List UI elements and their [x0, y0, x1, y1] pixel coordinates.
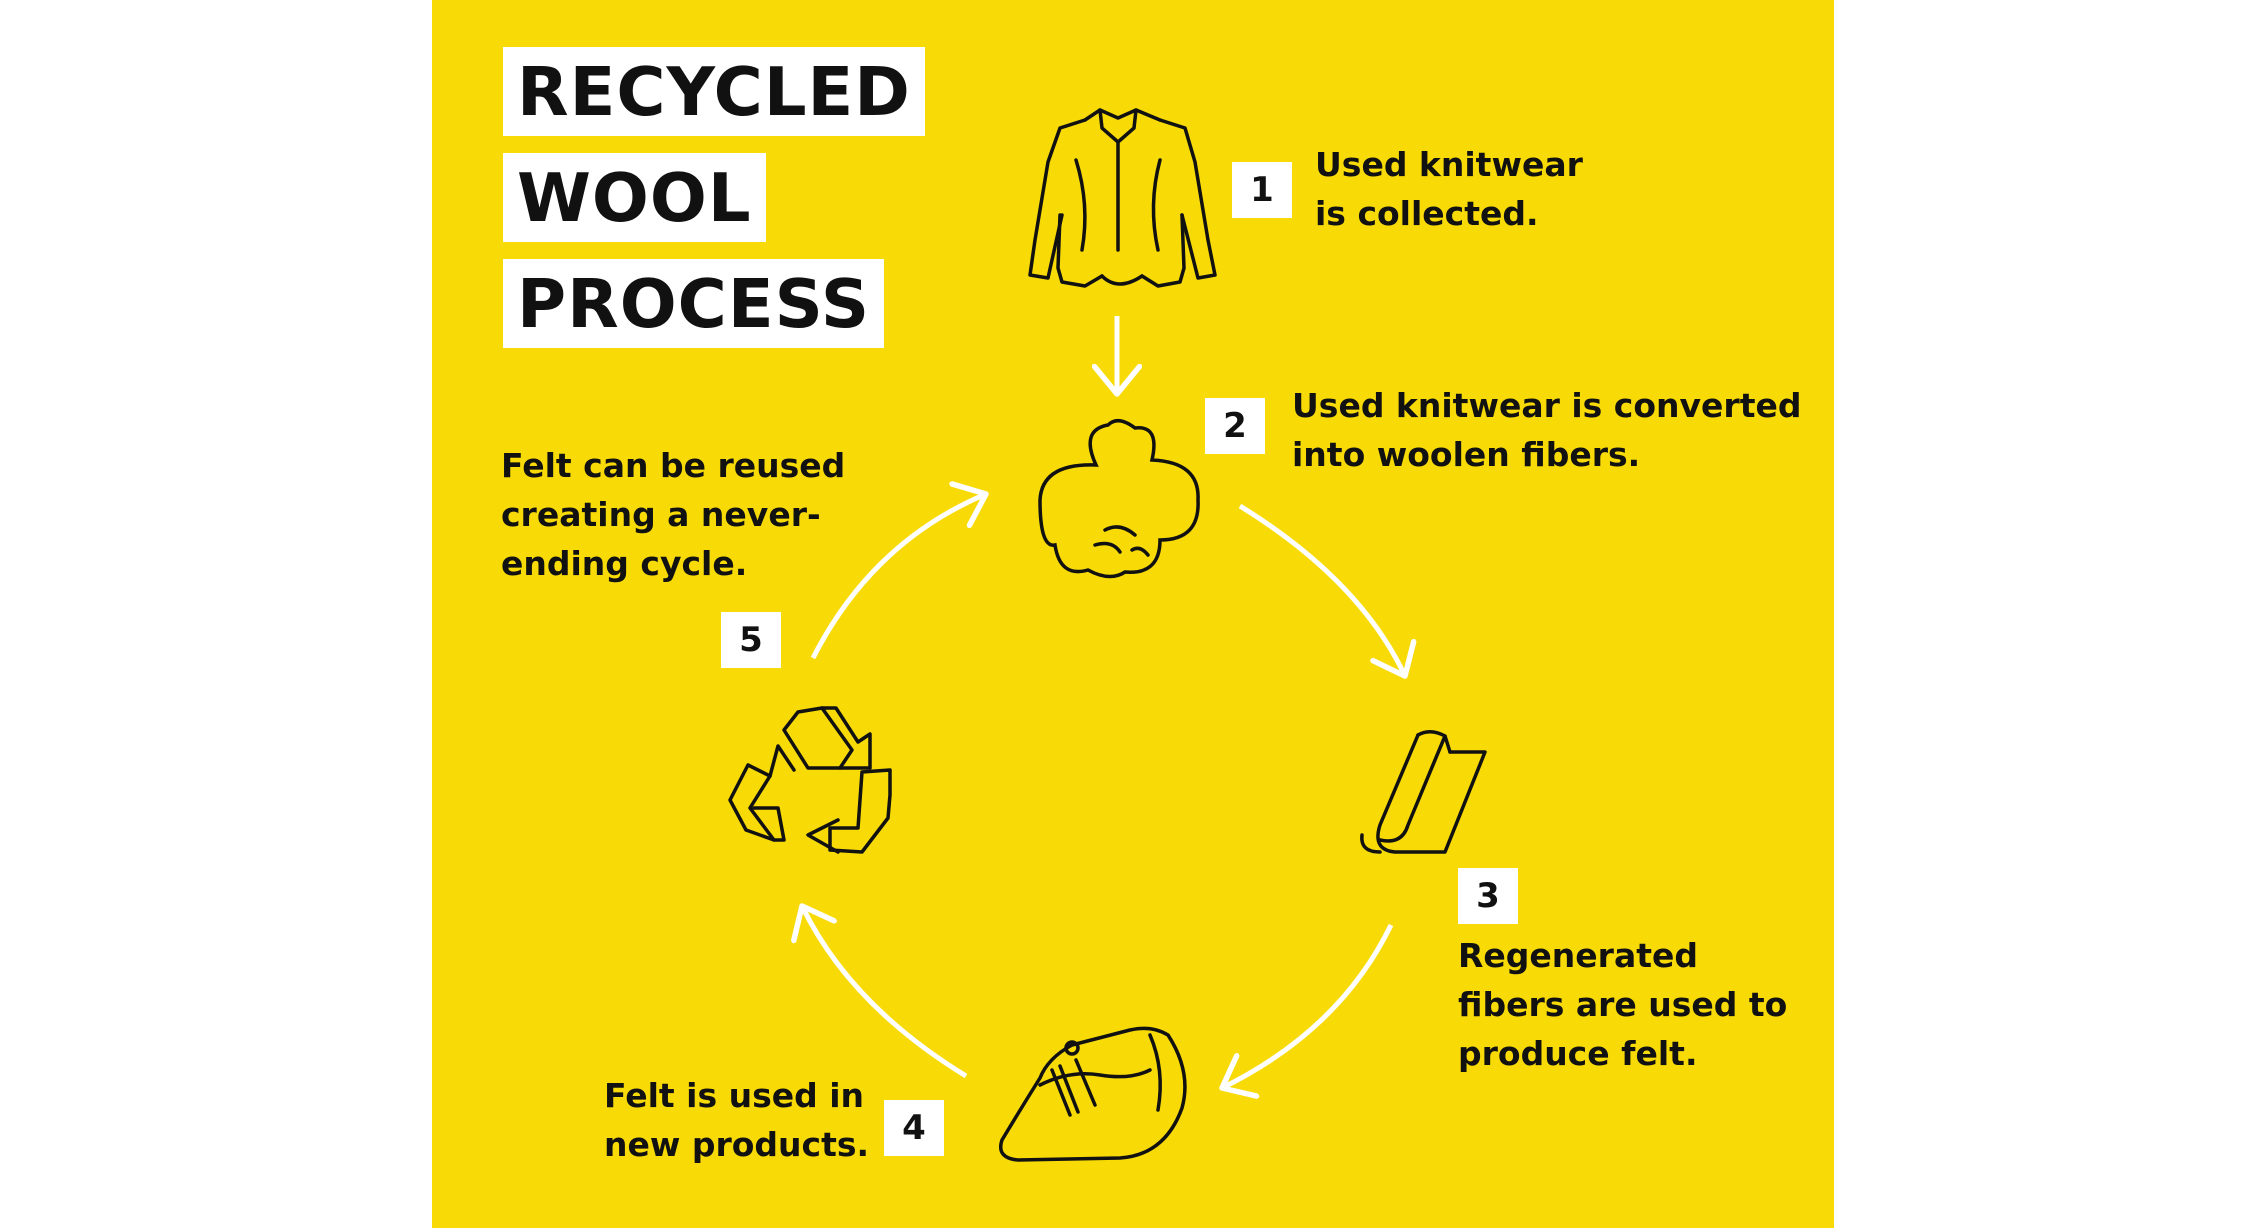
step-1-text: Used knitwear is collected.: [1315, 140, 1583, 238]
arrow-4-to-5: [802, 906, 968, 1079]
step-4-number: 4: [884, 1100, 944, 1156]
jacket-icon: [1028, 108, 1217, 288]
step-1-line-1: Used knitwear: [1315, 145, 1583, 184]
title-line-2: WOOL: [503, 153, 766, 242]
step-5-line-3: ending cycle.: [501, 544, 748, 583]
step-1-number: 1: [1232, 162, 1292, 218]
step-2-text: Used knitwear is converted into woolen f…: [1292, 381, 1801, 479]
step-5-line-1: Felt can be reused: [501, 446, 846, 485]
arrow-3-to-4: [1222, 923, 1394, 1088]
step-3-text: Regenerated fibers are used to produce f…: [1458, 931, 1787, 1078]
step-2-number: 2: [1205, 398, 1265, 454]
step-1-line-2: is collected.: [1315, 194, 1539, 233]
step-3-line-1: Regenerated: [1458, 936, 1698, 975]
cotton-fiber-icon: [1038, 418, 1200, 579]
step-5-number: 5: [721, 612, 781, 668]
step-2-line-2: into woolen fibers.: [1292, 435, 1641, 474]
recycle-icon: [728, 706, 892, 854]
step-4-line-2: new products.: [604, 1125, 870, 1164]
title-line-3: PROCESS: [503, 259, 885, 348]
step-3-line-3: produce felt.: [1458, 1034, 1698, 1073]
step-4-text: Felt is used in new products.: [604, 1071, 869, 1169]
step-4-line-1: Felt is used in: [604, 1076, 865, 1115]
step-3-line-2: fibers are used to: [1458, 985, 1788, 1024]
felt-roll-icon: [1360, 730, 1487, 854]
step-3-number: 3: [1458, 868, 1518, 924]
slipper-icon: [999, 1026, 1187, 1162]
title-line-1: RECYCLED: [503, 47, 925, 136]
arrow-2-to-3: [1238, 503, 1405, 676]
step-5-line-2: creating a never-: [501, 495, 821, 534]
step-5-text: Felt can be reused creating a never- end…: [501, 441, 845, 588]
step-2-line-1: Used knitwear is converted: [1292, 386, 1802, 425]
arrow-5-to-2: [810, 494, 986, 660]
